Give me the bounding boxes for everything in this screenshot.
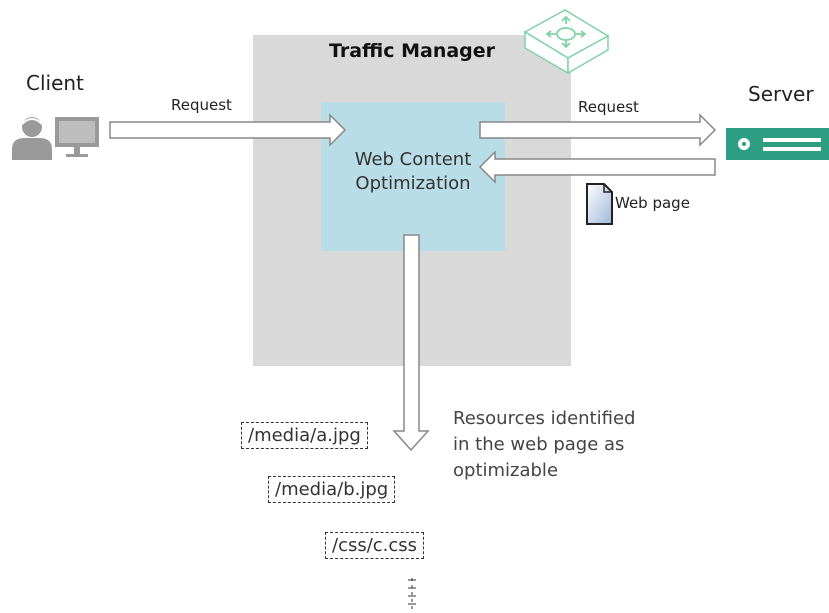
server-request-label: Request xyxy=(578,98,639,116)
client-request-label: Request xyxy=(171,96,232,114)
resources-note-line3: optimizable xyxy=(453,460,559,481)
wco-label-line1: Web Content xyxy=(354,149,472,170)
web-page-label: Web page xyxy=(615,194,690,212)
traffic-manager-title: Traffic Manager xyxy=(328,40,496,62)
wco-label-line2: Optimization xyxy=(355,173,471,194)
resource-item: /media/a.jpg xyxy=(241,422,368,449)
client-label: Client xyxy=(26,71,84,95)
wco-label: Web Content Optimization xyxy=(321,148,505,196)
server-label: Server xyxy=(748,82,814,106)
resources-note: Resources identified in the web page as … xyxy=(453,406,635,484)
resource-item: /css/c.css xyxy=(325,532,425,559)
wco-box xyxy=(321,102,505,251)
resources-note-line2: in the web page as xyxy=(453,434,625,455)
resources-note-line1: Resources identified xyxy=(453,408,636,429)
resource-item: /media/b.jpg xyxy=(268,476,396,503)
